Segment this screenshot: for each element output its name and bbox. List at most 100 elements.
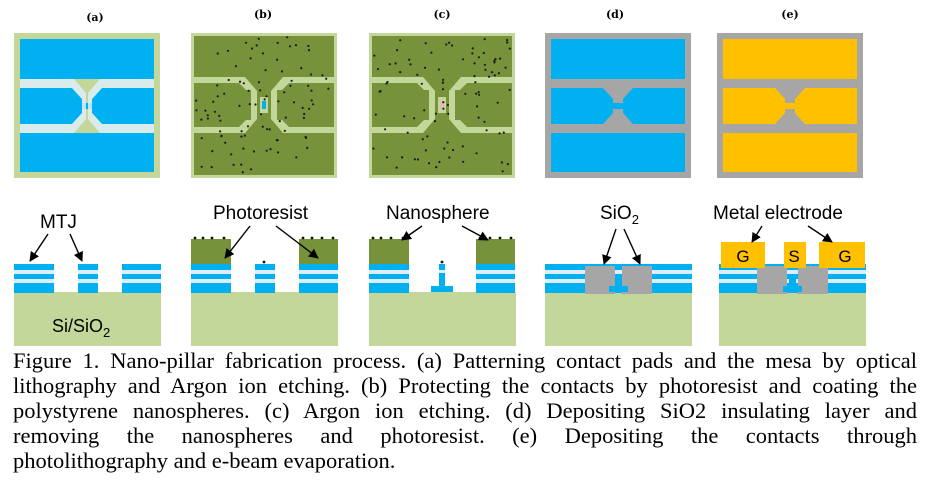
- mtj-stripe: [299, 279, 338, 283]
- mtj-stripe: [299, 270, 338, 274]
- nanosphere-dot: [249, 57, 252, 60]
- nanosphere-dot: [219, 119, 222, 122]
- trench: [191, 77, 257, 133]
- top-view-panel: [369, 33, 515, 178]
- mesa-pad: [92, 88, 154, 124]
- bottom-electrode: [783, 286, 802, 292]
- mesa-pad: [551, 88, 613, 124]
- arrow-mtj-right: [69, 233, 83, 262]
- nanosphere-dot: [243, 134, 246, 137]
- nanosphere-dot: [409, 63, 412, 66]
- nanosphere-dot: [430, 51, 433, 54]
- nanosphere-dot: [250, 168, 253, 171]
- nanosphere-dot: [386, 80, 389, 84]
- arrow-metal-right: [807, 225, 833, 243]
- nanosphere-dot: [483, 63, 486, 66]
- nanosphere-dot: [210, 166, 213, 169]
- figure-caption: Figure 1. Nano-pillar fabrication proces…: [13, 348, 917, 473]
- arrow-nanosphere-right: [461, 225, 489, 241]
- nanosphere-dot: [257, 37, 260, 40]
- nanosphere-dot: [295, 156, 298, 159]
- nanosphere-dot: [475, 152, 478, 155]
- nanosphere-dot: [506, 41, 509, 44]
- nano-pillar: [789, 276, 796, 286]
- nanosphere-dot: [497, 72, 500, 75]
- contact-pad: [551, 133, 685, 172]
- nanosphere-dot: [508, 88, 511, 91]
- mtj-stack: [78, 264, 98, 293]
- callout-nanosphere: Nanosphere: [386, 203, 490, 224]
- mtj-stripe: [122, 279, 161, 283]
- nanosphere-dot: [289, 84, 292, 87]
- mtj-stripe: [255, 270, 275, 274]
- nanosphere-dot: [269, 148, 272, 151]
- arrow-sio2-left: [602, 228, 617, 265]
- mtj-stripe: [439, 270, 445, 273]
- nanosphere-dot: [307, 49, 311, 52]
- nanosphere-dot: [493, 74, 496, 77]
- nanosphere-dot: [464, 92, 467, 95]
- nanosphere-dot: [244, 41, 248, 44]
- nanosphere-dot: [388, 63, 391, 66]
- nanosphere-dot: [294, 44, 298, 47]
- arrow-photoresist-left: [224, 225, 251, 259]
- nanosphere-dot: [210, 236, 214, 240]
- nanosphere-dot: [306, 146, 309, 149]
- nanosphere-dot: [372, 147, 375, 150]
- nanosphere-dot: [254, 103, 257, 106]
- nanosphere-dot: [204, 109, 207, 112]
- substrate: [719, 292, 866, 346]
- nanosphere-dot: [379, 236, 383, 240]
- nanosphere-dot: [421, 138, 424, 141]
- nanosphere-dot: [440, 260, 444, 264]
- nanosphere-dot: [312, 103, 315, 106]
- nano-pillar: [439, 264, 445, 286]
- nanosphere-dot: [252, 150, 255, 153]
- mtj-stack: [369, 264, 409, 293]
- nanosphere-dot: [292, 101, 296, 104]
- nanosphere-dot: [506, 39, 509, 42]
- nanosphere-dot: [423, 109, 426, 112]
- arrow-metal-left: [751, 225, 763, 243]
- photoresist-block: [299, 239, 338, 264]
- mesa-neck: [783, 103, 797, 109]
- trench: [271, 77, 337, 133]
- nanosphere-dot: [423, 66, 427, 69]
- nanosphere-dot: [413, 158, 416, 161]
- callout-mtj: MTJ: [40, 212, 77, 233]
- photoresist-island: [277, 90, 332, 120]
- nanosphere-dot: [506, 163, 509, 166]
- nanosphere-dot: [265, 149, 268, 152]
- nanosphere-dot: [437, 68, 440, 71]
- nanosphere-dot: [416, 73, 419, 76]
- photoresist-island: [374, 90, 429, 120]
- nanosphere-dot: [300, 67, 303, 70]
- nanosphere-dot: [255, 44, 258, 47]
- nanosphere-dot: [211, 150, 214, 153]
- nanosphere-dot: [276, 151, 280, 154]
- nanosphere-dot: [200, 118, 203, 121]
- nanosphere-dot: [483, 120, 486, 123]
- nanosphere-dot: [224, 141, 227, 144]
- panel-label-a: (a): [86, 11, 104, 24]
- nanosphere-dot: [420, 82, 423, 85]
- nanosphere-dot: [496, 101, 499, 104]
- nanosphere-dot: [471, 47, 474, 50]
- nanosphere-dot: [303, 112, 306, 116]
- photoresist-island: [196, 90, 251, 120]
- mtj-stack: [299, 264, 338, 293]
- nanosphere-dot: [427, 162, 431, 165]
- nanosphere-dot: [477, 116, 480, 119]
- nano-pillar: [440, 101, 444, 109]
- substrate: [545, 292, 692, 346]
- nanosphere-dot: [395, 166, 398, 169]
- trench: [449, 77, 515, 133]
- nanosphere-dot: [242, 147, 245, 150]
- nanosphere-dot: [396, 49, 399, 52]
- nanosphere-dot: [240, 135, 243, 138]
- top-view-row: [14, 33, 863, 178]
- callout-metal-electrode: Metal electrode: [713, 203, 843, 224]
- sio2-block: [798, 266, 828, 294]
- nanosphere-dot: [238, 80, 242, 83]
- nanosphere-dot: [373, 54, 376, 57]
